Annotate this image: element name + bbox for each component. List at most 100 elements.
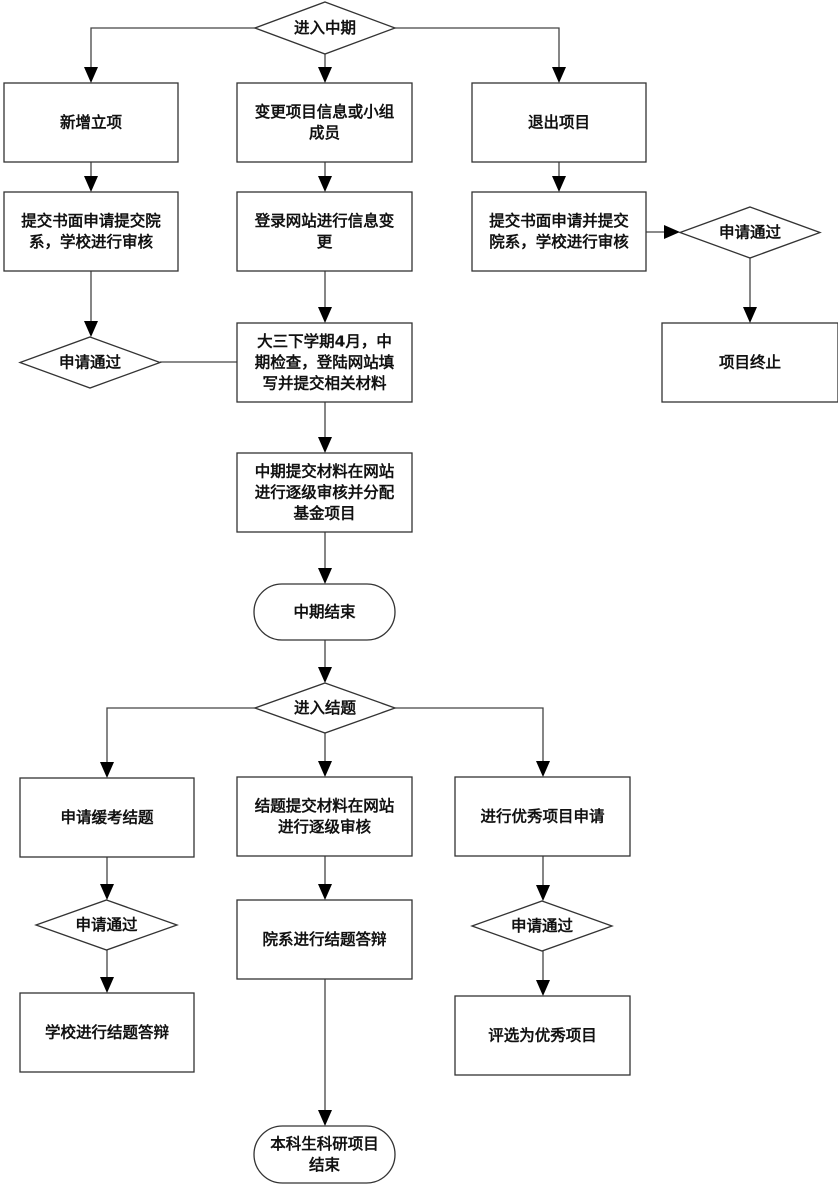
arrowhead-icon bbox=[100, 884, 114, 900]
arrowhead-icon bbox=[536, 980, 550, 996]
decision-diamond bbox=[470, 900, 614, 952]
arrowhead-icon bbox=[318, 884, 332, 900]
connector-line bbox=[90, 27, 255, 67]
node-label: 评选为优秀项目 bbox=[488, 1026, 597, 1045]
arrowhead-icon bbox=[318, 667, 332, 683]
edge-enter-final-to-final-review bbox=[318, 733, 332, 777]
edge-excellent-apply-to-excellent-approved bbox=[536, 856, 550, 901]
process-box bbox=[236, 776, 413, 857]
arrowhead-icon bbox=[318, 568, 332, 584]
process-box bbox=[236, 82, 413, 163]
node-excellent-approved: 申请通过 bbox=[470, 900, 614, 952]
node-label: 更 bbox=[317, 233, 333, 251]
arrowhead-icon bbox=[100, 762, 114, 778]
node-label: 院系，学校进行审核 bbox=[489, 232, 629, 251]
arrowhead-icon bbox=[84, 67, 98, 83]
node-label: 申请缓考结题 bbox=[60, 808, 154, 827]
node-exit-project: 退出项目 bbox=[471, 82, 647, 163]
decision-diamond bbox=[253, 682, 397, 734]
process-box bbox=[3, 191, 179, 272]
node-label: 院系进行结题答辩 bbox=[262, 930, 387, 949]
node-label: 申请通过 bbox=[511, 916, 574, 935]
node-label: 进行逐级审核 bbox=[278, 817, 372, 836]
node-school-defense: 学校进行结题答辩 bbox=[19, 992, 195, 1073]
edge-exit-submit-to-exit-approved bbox=[646, 225, 680, 239]
process-box bbox=[19, 777, 195, 858]
edge-defer-final-to-defer-approved bbox=[100, 857, 114, 900]
connector-line bbox=[395, 27, 560, 67]
edge-final-review-to-dept-defense bbox=[318, 856, 332, 900]
node-label: 基金项目 bbox=[292, 504, 355, 523]
node-label: 提交书面申请提交院 bbox=[21, 211, 161, 230]
arrowhead-icon bbox=[100, 977, 114, 993]
node-midterm-end: 中期结束 bbox=[253, 583, 396, 641]
node-label: 系，学校进行审核 bbox=[29, 232, 154, 251]
node-label: 新增立项 bbox=[60, 113, 123, 132]
edge-enter-final-to-excellent-apply bbox=[395, 707, 550, 777]
node-enter-final: 进入结题 bbox=[253, 682, 397, 734]
node-label: 进入结题 bbox=[294, 698, 357, 717]
arrowhead-icon bbox=[84, 176, 98, 192]
node-label: 申请通过 bbox=[75, 915, 138, 934]
node-exit-approved: 申请通过 bbox=[678, 206, 822, 259]
process-box bbox=[236, 452, 413, 533]
edge-enter-final-to-defer-final bbox=[100, 707, 255, 778]
node-label: 申请通过 bbox=[719, 223, 782, 242]
node-label: 变更项目信息或小组 bbox=[255, 102, 395, 121]
arrowhead-icon bbox=[84, 321, 98, 337]
arrowhead-icon bbox=[318, 67, 332, 83]
terminator-shape bbox=[253, 1125, 396, 1184]
edge-change-info-to-change-login bbox=[318, 162, 332, 192]
arrowhead-icon bbox=[743, 307, 757, 323]
node-label: 写并提交相关材料 bbox=[262, 374, 387, 393]
process-box bbox=[236, 191, 413, 272]
node-excellent-apply: 进行优秀项目申请 bbox=[454, 776, 631, 857]
node-label: 中期结束 bbox=[293, 602, 356, 621]
node-label: 学校进行结题答辩 bbox=[45, 1023, 170, 1042]
edge-exit-approved-to-project-terminated bbox=[743, 258, 757, 323]
edge-enter-midterm-to-exit-project bbox=[395, 27, 566, 83]
node-new-project: 新增立项 bbox=[3, 82, 179, 163]
node-label: 登录网站进行信息变 bbox=[254, 211, 395, 230]
decision-diamond bbox=[253, 1, 397, 55]
edge-midterm-end-to-enter-final bbox=[318, 640, 332, 683]
node-label: 期检查，登陆网站填 bbox=[255, 353, 395, 372]
arrowhead-icon bbox=[318, 1110, 332, 1126]
node-label: 结束 bbox=[308, 1155, 341, 1174]
node-label: 本科生科研项目 bbox=[270, 1134, 379, 1153]
edge-midterm-check-to-midterm-review bbox=[318, 402, 332, 453]
nodes-layer: 进入中期新增立项提交书面申请提交院系，学校进行审核申请通过变更项目信息或小组成员… bbox=[3, 1, 838, 1184]
node-label: 进行逐级审核并分配 bbox=[255, 483, 395, 502]
arrowhead-icon bbox=[318, 437, 332, 453]
arrowhead-icon bbox=[318, 176, 332, 192]
arrowhead-icon bbox=[552, 176, 566, 192]
node-project-terminated: 项目终止 bbox=[661, 322, 838, 403]
decision-diamond bbox=[34, 899, 179, 951]
edge-excellent-approved-to-excellent-selected bbox=[536, 951, 550, 996]
decision-diamond bbox=[18, 336, 162, 389]
node-label: 成员 bbox=[309, 123, 340, 142]
node-label: 中期提交材料在网站 bbox=[255, 462, 395, 481]
edge-enter-midterm-to-change-info bbox=[318, 54, 332, 83]
process-box bbox=[454, 995, 631, 1076]
edge-midterm-review-to-midterm-end bbox=[318, 532, 332, 584]
edge-dept-defense-to-project-end bbox=[318, 979, 332, 1126]
node-label: 项目终止 bbox=[719, 353, 782, 372]
edge-defer-approved-to-school-defense bbox=[100, 950, 114, 993]
connector-line bbox=[395, 707, 544, 761]
node-label: 进入中期 bbox=[294, 18, 356, 37]
arrowhead-icon bbox=[318, 307, 332, 323]
arrowhead-icon bbox=[552, 67, 566, 83]
edge-new-project-to-new-submit bbox=[84, 162, 98, 192]
arrowhead-icon bbox=[664, 225, 680, 239]
node-excellent-selected: 评选为优秀项目 bbox=[454, 995, 631, 1076]
process-box bbox=[3, 82, 179, 163]
connector-line bbox=[106, 707, 255, 762]
process-box bbox=[454, 776, 631, 857]
edges-layer bbox=[84, 27, 757, 1126]
